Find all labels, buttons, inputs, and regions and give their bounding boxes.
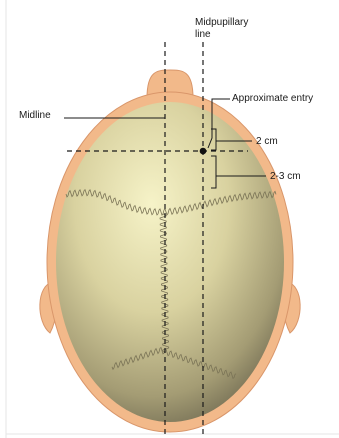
entry-point (200, 148, 207, 155)
distance-2-3cm-label: 2-3 cm (270, 171, 301, 183)
midline-label: Midline (19, 110, 51, 122)
distance-2cm-label: 2 cm (256, 136, 278, 148)
midpupillary-line-label-2: line (195, 29, 211, 41)
skull (56, 102, 284, 422)
approximate-entry-label: Approximate entry (232, 93, 313, 105)
midpupillary-line-label-1: Midpupillary (195, 17, 248, 29)
